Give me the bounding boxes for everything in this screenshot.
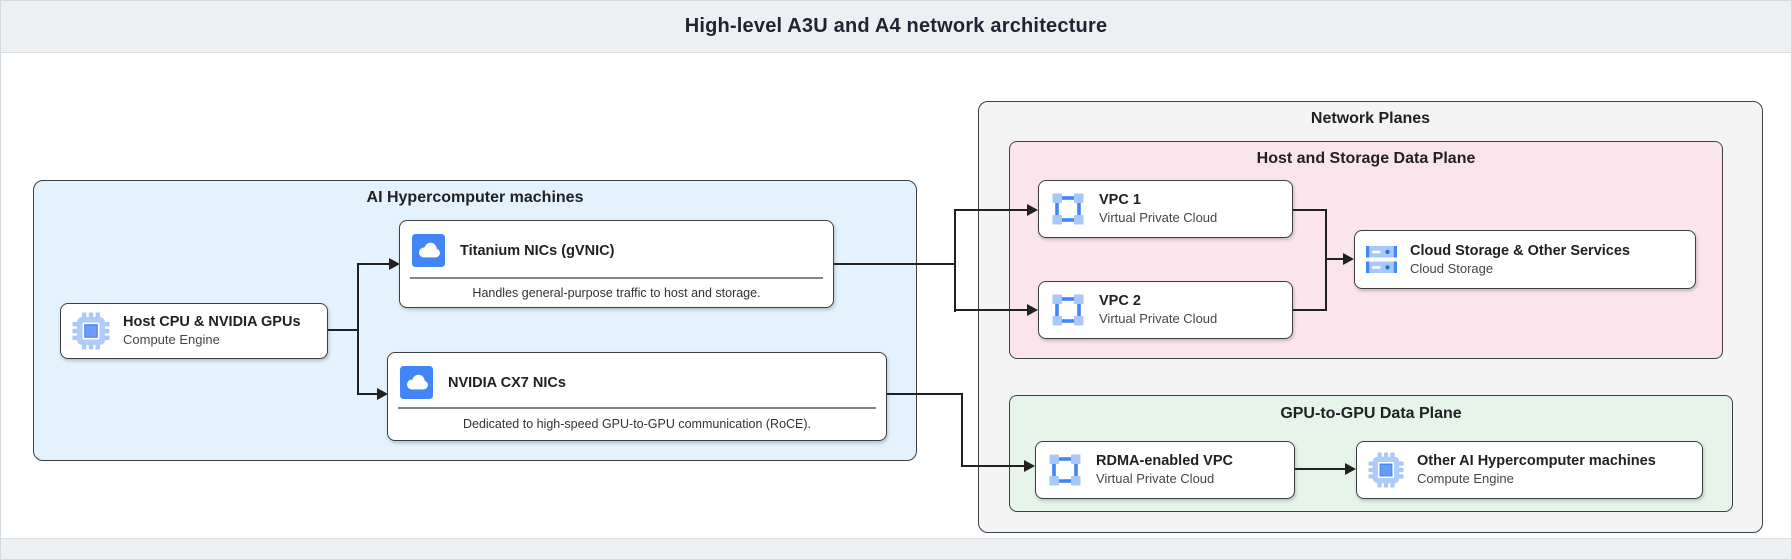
- connector-to-titanium: [358, 263, 389, 265]
- arrowhead-other-ai: [1345, 463, 1356, 475]
- compute-engine-icon: [72, 312, 110, 350]
- node-title: Titanium NICs (gVNIC): [460, 242, 615, 259]
- node-title: RDMA-enabled VPC: [1096, 453, 1233, 470]
- panel-label-gpu-plane: GPU-to-GPU Data Plane: [1280, 405, 1462, 422]
- cloud-storage-icon: [1366, 246, 1397, 273]
- divider: [398, 407, 876, 409]
- arrowhead-storage: [1343, 253, 1354, 265]
- footer-bar: [1, 538, 1791, 559]
- connector-titanium-out: [834, 263, 955, 265]
- node-nvidia-cx7-nics: NVIDIA CX7 NICs Dedicated to high-speed …: [387, 352, 887, 441]
- node-title: NVIDIA CX7 NICs: [448, 374, 566, 391]
- panel-label-ai-hypercomputer: AI Hypercomputer machines: [366, 189, 584, 206]
- connector-rdma-out: [1295, 468, 1346, 470]
- vpc-icon: [1050, 191, 1086, 227]
- node-subtitle: Virtual Private Cloud: [1099, 311, 1218, 327]
- node-title: VPC 1: [1099, 192, 1141, 209]
- node-title: VPC 2: [1099, 293, 1141, 310]
- header-bar: High-level A3U and A4 network architectu…: [1, 1, 1791, 53]
- node-rdma-vpc: RDMA-enabled VPC Virtual Private Cloud: [1035, 441, 1295, 499]
- connector-to-rdma: [963, 465, 1025, 467]
- node-title: Host CPU & NVIDIA GPUs: [123, 314, 301, 331]
- node-cloud-storage: Cloud Storage & Other Services Cloud Sto…: [1354, 230, 1696, 289]
- connector-vpc1-out: [1293, 209, 1327, 211]
- node-subtitle: Compute Engine: [123, 332, 220, 348]
- node-host-cpu: Host CPU & NVIDIA GPUs Compute Engine: [60, 303, 328, 359]
- panel-label-host-storage-plane: Host and Storage Data Plane: [1256, 150, 1476, 167]
- panel-label-network-planes: Network Planes: [1310, 110, 1431, 127]
- node-vpc2: VPC 2 Virtual Private Cloud: [1038, 281, 1293, 339]
- arrowhead-vpc2: [1027, 304, 1038, 316]
- node-description: Dedicated to high-speed GPU-to-GPU commu…: [462, 417, 812, 431]
- node-title: Other AI Hypercomputer machines: [1417, 453, 1656, 470]
- connector-vpc-vertical: [954, 209, 956, 312]
- arrowhead-cx7: [377, 388, 388, 400]
- node-description: Handles general-purpose traffic to host …: [472, 286, 761, 300]
- connector-host-vertical: [357, 263, 359, 395]
- node-subtitle: Cloud Storage: [1410, 260, 1494, 276]
- connector-host-split: [328, 329, 358, 331]
- connector-rdma-vertical: [961, 393, 963, 467]
- cloud-icon: [412, 234, 445, 267]
- node-vpc1: VPC 1 Virtual Private Cloud: [1038, 180, 1293, 238]
- arrowhead-titanium: [389, 258, 400, 270]
- compute-engine-icon: [1368, 452, 1404, 488]
- node-title: Cloud Storage & Other Services: [1410, 242, 1630, 259]
- vpc-icon: [1047, 452, 1083, 488]
- connector-cx7-out: [887, 393, 963, 395]
- arrowhead-vpc1: [1027, 204, 1038, 216]
- vpc-icon: [1050, 292, 1086, 328]
- page-title: High-level A3U and A4 network architectu…: [684, 15, 1108, 37]
- node-subtitle: Virtual Private Cloud: [1096, 471, 1215, 487]
- cloud-icon: [400, 366, 433, 399]
- connector-to-vpc1: [955, 209, 1028, 211]
- connector-vpc2-out: [1293, 309, 1327, 311]
- node-subtitle: Virtual Private Cloud: [1099, 210, 1218, 226]
- node-subtitle: Compute Engine: [1417, 471, 1514, 487]
- connector-to-cx7: [358, 393, 378, 395]
- arrowhead-rdma: [1024, 460, 1035, 472]
- connector-to-storage: [1327, 258, 1344, 260]
- connector-storage-vertical: [1325, 209, 1327, 311]
- node-other-ai-machines: Other AI Hypercomputer machines Compute …: [1356, 441, 1703, 499]
- node-titanium-nics: Titanium NICs (gVNIC) Handles general-pu…: [399, 220, 834, 308]
- connector-to-vpc2: [955, 309, 1028, 311]
- divider: [410, 277, 823, 279]
